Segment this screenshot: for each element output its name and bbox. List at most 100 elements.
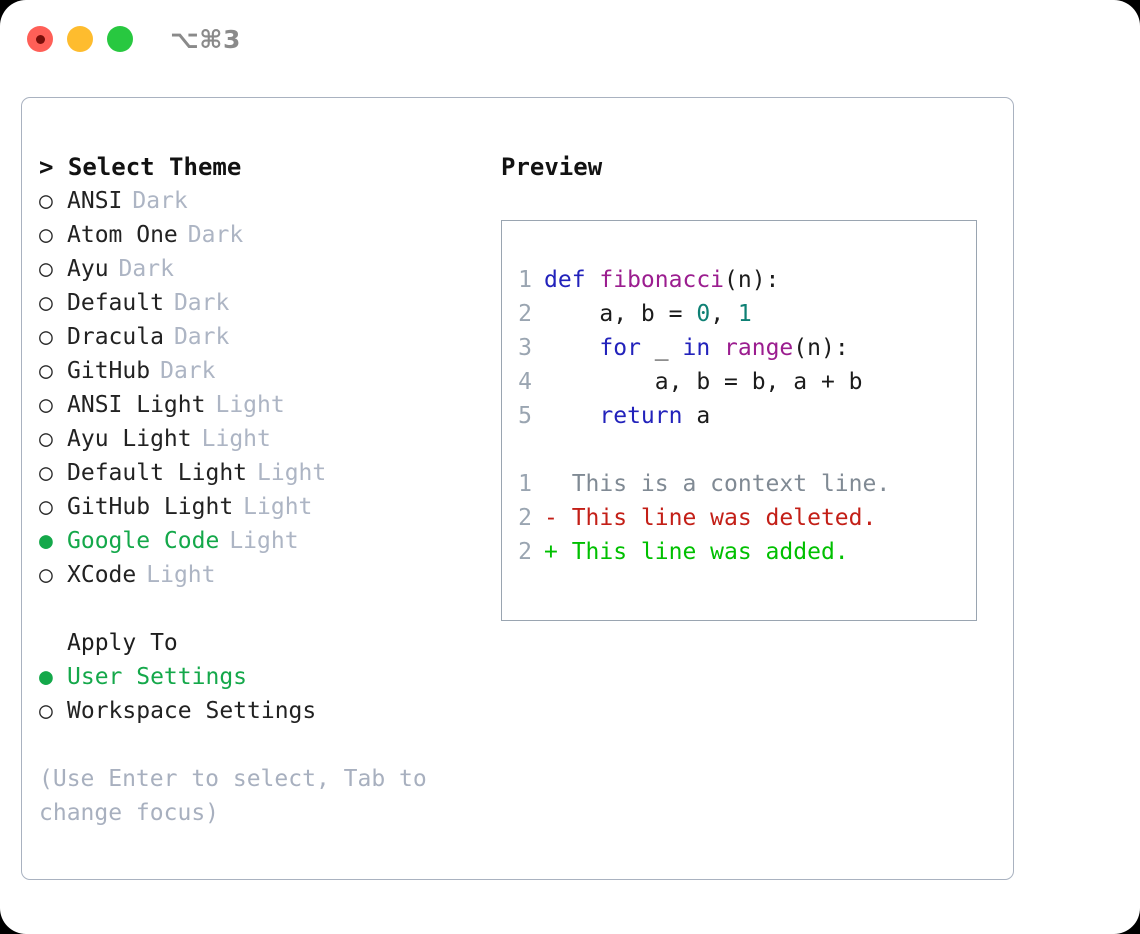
code-line: 1 def fibonacci(n): [502, 263, 976, 297]
radio-selected-icon: ● [39, 528, 53, 554]
theme-variant-tag: Dark [160, 358, 216, 384]
code-token-kw: return [599, 403, 683, 429]
code-line-text: a, b = b, a + b [544, 365, 863, 399]
apply-to-list: ●User Settings ○ Workspace Settings [39, 660, 499, 728]
list-spacer [39, 592, 499, 626]
diff-line-del: 2- This line was deleted. [502, 501, 976, 535]
theme-variant-tag: Light [201, 426, 271, 452]
code-line-text: return a [544, 399, 710, 433]
radio-selected-icon: ● [39, 664, 53, 690]
apply-to-option-label: Workspace Settings [67, 698, 317, 724]
code-token-pl: _ [640, 335, 683, 361]
code-line-text: def fibonacci(n): [544, 263, 779, 297]
radio-unselected-icon: ○ [39, 290, 53, 316]
line-number: 2 [518, 301, 532, 327]
theme-option-label: Ayu Light [67, 426, 192, 452]
code-token-kw: for [599, 335, 641, 361]
diff-sample: 1 This is a context line.2- This line wa… [502, 467, 976, 569]
apply-to-option-workspace-settings[interactable]: ○ Workspace Settings [39, 694, 499, 728]
radio-unselected-icon: ○ [39, 426, 53, 452]
radio-unselected-icon: ○ [39, 358, 53, 384]
code-token-pl: a, b = b, a + b [544, 369, 863, 395]
diff-line-text: + This line was added. [544, 539, 849, 565]
radio-unselected-icon: ○ [39, 188, 53, 214]
radio-unselected-icon: ○ [39, 256, 53, 282]
line-number: 1 [518, 471, 532, 497]
apply-to-header: Apply To [67, 630, 178, 656]
preview-header: Preview [501, 153, 603, 181]
theme-option-label: XCode [67, 562, 137, 588]
theme-option-label: Google Code [67, 528, 220, 554]
radio-unselected-icon: ○ [39, 460, 53, 486]
minimize-window-icon[interactable] [67, 26, 93, 52]
line-number: 2 [518, 539, 532, 565]
close-window-icon[interactable] [27, 26, 53, 52]
code-token-fn: range [724, 335, 794, 361]
code-line: 3 for _ in range(n): [502, 331, 976, 365]
theme-variant-tag: Light [146, 562, 216, 588]
code-diff-separator [502, 433, 976, 467]
theme-variant-tag: Dark [173, 290, 230, 316]
line-number: 3 [518, 335, 532, 361]
line-number: 5 [518, 403, 532, 429]
radio-unselected-icon: ○ [39, 698, 53, 724]
diff-line-add: 2 + This line was added. [502, 535, 976, 569]
theme-option-ayu-light[interactable]: ○ Ayu Light Light [39, 422, 499, 456]
maximize-window-icon[interactable] [107, 26, 133, 52]
theme-variant-tag: Light [243, 494, 313, 520]
code-line: 5 return a [502, 399, 976, 433]
code-token-pl: (n): [793, 335, 849, 361]
theme-option-label: ANSI Light [67, 392, 206, 418]
code-token-pl: a, b = [544, 301, 697, 327]
theme-option-label: ANSI [67, 188, 123, 214]
line-number: 1 [518, 267, 532, 293]
theme-variant-tag: Dark [187, 222, 244, 248]
theme-option-label: Default Light [67, 460, 248, 486]
diff-line-text: This is a context line. [544, 471, 891, 497]
code-line-text: for _ in range(n): [544, 331, 849, 365]
radio-unselected-icon: ○ [39, 494, 53, 520]
radio-unselected-icon: ○ [39, 392, 53, 418]
keyboard-hint-text: (Use Enter to select, Tab to change focu… [39, 766, 441, 826]
code-line: 2 a, b = 0, 1 [502, 297, 976, 331]
traffic-light-group [27, 26, 133, 52]
keyboard-shortcut-label: ⌥⌘3 [170, 24, 241, 54]
code-line-text: a, b = 0, 1 [544, 297, 751, 331]
theme-option-label: Dracula [67, 324, 164, 350]
radio-unselected-icon: ○ [39, 562, 53, 588]
title-bar: ⌥⌘3 [0, 0, 1140, 78]
theme-option-label: GitHub Light [67, 494, 234, 520]
diff-line-text: - This line was deleted. [544, 505, 877, 531]
code-token-pl [544, 335, 599, 361]
apply-to-option-user-settings[interactable]: ●User Settings [39, 660, 499, 694]
close-dot-icon [35, 34, 45, 44]
select-theme-header: > Select Theme [39, 153, 242, 181]
code-token-pl: , [710, 301, 738, 327]
theme-option-label: Ayu [67, 256, 109, 282]
code-token-pl: a [682, 403, 711, 429]
theme-option-github-light[interactable]: ○ GitHub Light Light [39, 490, 499, 524]
theme-option-default[interactable]: ○ Default Dark [39, 286, 499, 320]
code-token-pl [544, 403, 599, 429]
code-token-num: 0 [696, 301, 711, 327]
code-token-pl: (n): [724, 267, 780, 293]
radio-unselected-icon: ○ [39, 222, 53, 248]
theme-option-xcode[interactable]: ○ XCode Light [39, 558, 499, 592]
theme-option-label: GitHub [67, 358, 151, 384]
theme-option-label: Default [67, 290, 164, 316]
theme-variant-tag: Dark [173, 324, 230, 350]
code-token-kw: in [682, 335, 711, 361]
theme-option-github[interactable]: ○ GitHub Dark [39, 354, 499, 388]
